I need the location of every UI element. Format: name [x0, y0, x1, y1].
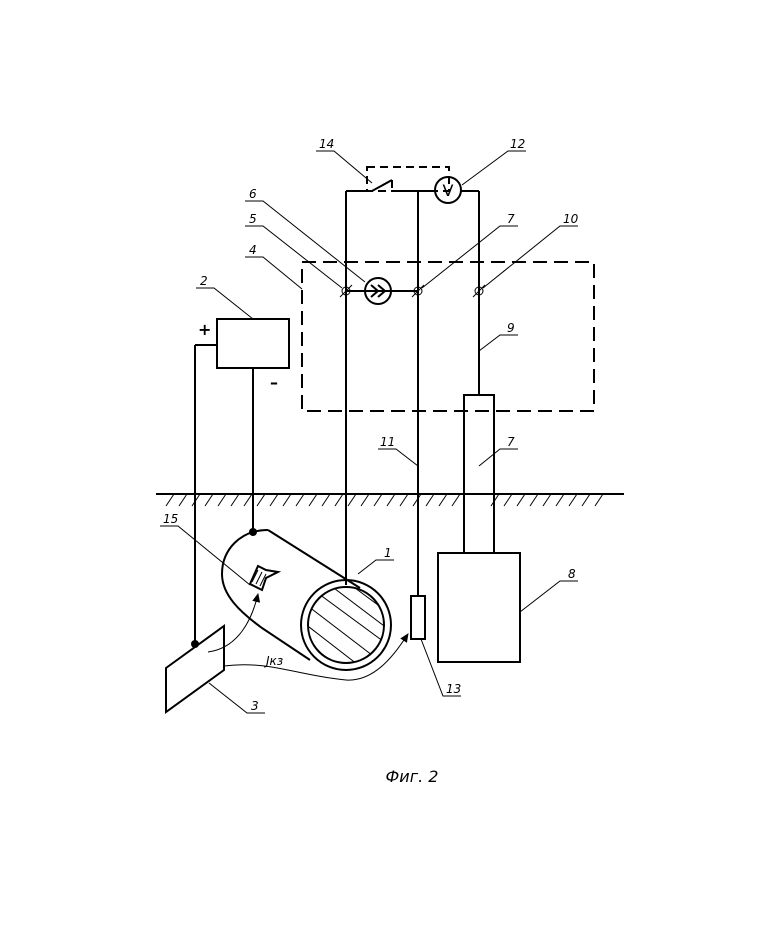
ground-hatch-mark [205, 494, 213, 506]
callout-8: 8 [568, 567, 576, 581]
ground-hatch-mark [296, 494, 304, 506]
callout-14: 14 [319, 137, 334, 151]
ground-hatch-mark [270, 494, 278, 506]
ground-hatch-mark [400, 494, 408, 506]
minus-sign: – [270, 373, 278, 392]
ground-hatch-mark [361, 494, 369, 506]
sensor-column-7 [464, 395, 494, 553]
ground-hatch-mark [569, 494, 577, 506]
callout-6: 6 [249, 187, 257, 201]
callout-4: 4 [249, 243, 257, 257]
ground-hatch-mark [439, 494, 447, 506]
power-source-2 [217, 319, 289, 368]
ground-hatch-mark [517, 494, 525, 506]
ground-hatch-mark [426, 494, 434, 506]
ground-surface [156, 494, 624, 506]
ground-hatch-mark [387, 494, 395, 506]
callout-9: 9 [507, 321, 515, 335]
ground-hatch-mark [231, 494, 239, 506]
coating-defect-15 [250, 566, 278, 590]
ground-hatch-mark [595, 494, 603, 506]
block-8 [438, 553, 520, 662]
ground-hatch-mark [179, 494, 187, 506]
callout-1: 1 [384, 546, 392, 560]
ground-hatch-mark [530, 494, 538, 506]
ground-hatch-mark [504, 494, 512, 506]
callout-3: 3 [251, 699, 259, 713]
measuring-loop [346, 191, 479, 596]
terminal-row [340, 285, 485, 297]
voltmeter-13: V [435, 177, 461, 203]
ground-hatch-mark [556, 494, 564, 506]
ground-hatch-mark [582, 494, 590, 506]
callout-12: 11 [380, 435, 395, 449]
voltmeter-symbol: V [443, 181, 454, 200]
callout-5: 5 [249, 212, 257, 226]
callout-7-top: 7 [507, 212, 515, 226]
ground-hatch-mark [244, 494, 252, 506]
leader-lines [160, 151, 578, 713]
callout-7-bottom: 7 [507, 435, 515, 449]
callout-15: 15 [163, 512, 178, 526]
current-label: Jкз [264, 654, 283, 668]
ground-hatch-mark [257, 494, 265, 506]
ground-hatch-mark [322, 494, 330, 506]
plus-sign: + [198, 320, 211, 339]
callout-11: 13 [446, 682, 461, 696]
switch-14 [367, 167, 449, 191]
electrode-11 [411, 596, 425, 639]
ground-hatch-mark [309, 494, 317, 506]
callout-numbers: 14 12 6 5 4 2 7 10 9 11 7 15 1 8 13 3 [163, 137, 579, 713]
callout-13: 12 [510, 137, 525, 151]
ground-hatch-mark [543, 494, 551, 506]
ground-hatch-mark [452, 494, 460, 506]
ground-hatch-mark [335, 494, 343, 506]
ground-hatch-mark [218, 494, 226, 506]
ground-hatch-mark [166, 494, 174, 506]
callout-2: 2 [200, 274, 208, 288]
ground-hatch-mark [348, 494, 356, 506]
figure-caption: Фиг. 2 [386, 767, 439, 786]
ground-hatch-mark [283, 494, 291, 506]
ground-hatch-mark [374, 494, 382, 506]
callout-10: 10 [563, 212, 579, 226]
